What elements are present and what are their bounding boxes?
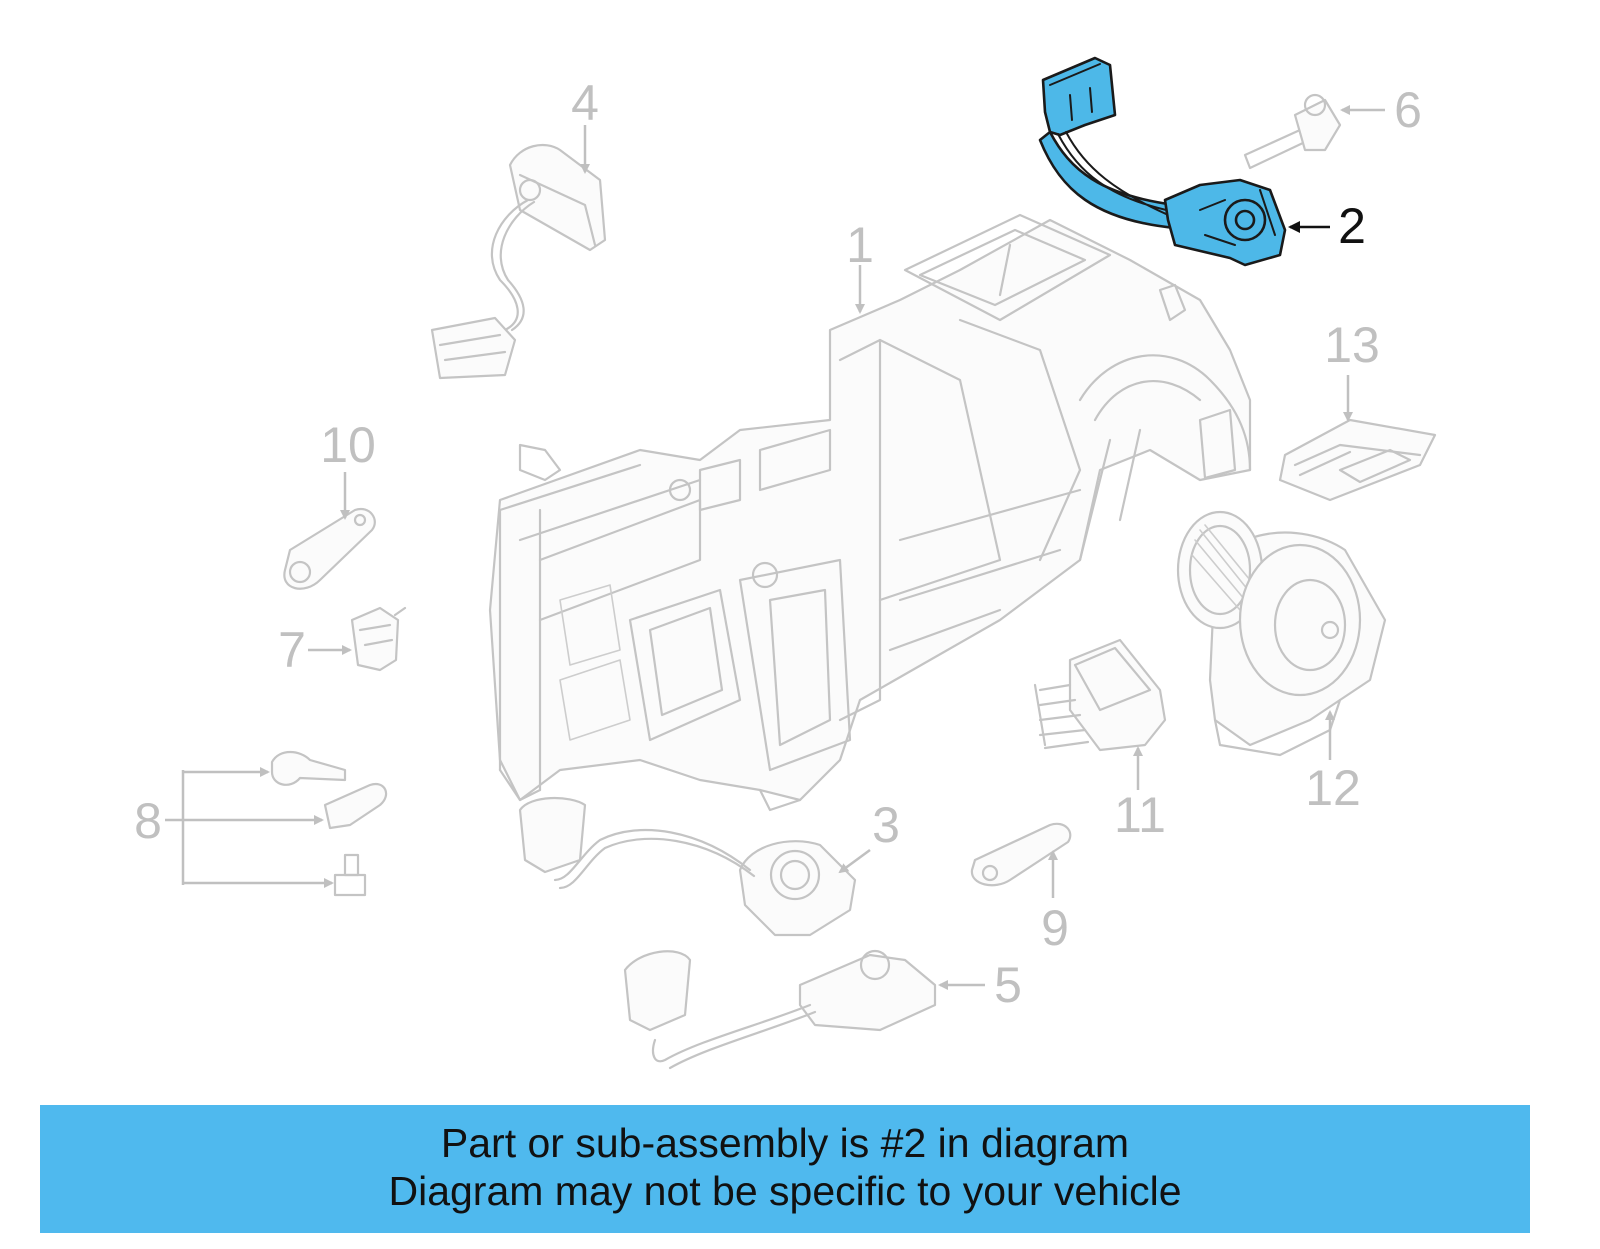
links-part-8 xyxy=(270,750,388,897)
hvac-housing-part xyxy=(488,213,1252,812)
callout-9: 9 xyxy=(1041,900,1069,956)
callout-12: 12 xyxy=(1305,760,1361,816)
highlighted-actuator-part-2 xyxy=(1038,56,1287,267)
leader-3 xyxy=(838,848,871,874)
callout-2: 2 xyxy=(1338,198,1366,254)
blower-motor-part-12 xyxy=(1176,510,1387,757)
banner-line-part-number: Part or sub-assembly is #2 in diagram xyxy=(440,1120,1130,1166)
callout-8: 8 xyxy=(134,793,162,849)
callout-leaders xyxy=(165,105,1385,990)
callout-3: 3 xyxy=(872,797,900,853)
resistor-part-11 xyxy=(1033,638,1167,752)
callout-11: 11 xyxy=(1114,787,1166,843)
callout-1: 1 xyxy=(846,217,874,273)
callout-5: 5 xyxy=(994,957,1022,1013)
info-banner: Part or sub-assembly is #2 in diagram Di… xyxy=(40,1105,1530,1233)
callout-10: 10 xyxy=(320,417,376,473)
callout-numbers: 1 2 3 4 5 6 7 8 9 10 11 12 13 xyxy=(134,75,1422,1013)
callout-13: 13 xyxy=(1324,317,1380,373)
actuator-part-3 xyxy=(518,796,857,937)
lever-part-10 xyxy=(283,507,376,590)
lever-part-9 xyxy=(970,822,1072,887)
actuator-part-4 xyxy=(430,143,607,380)
module-part-13 xyxy=(1278,418,1437,502)
callout-7: 7 xyxy=(278,622,306,678)
callout-6: 6 xyxy=(1394,82,1422,138)
banner-line-disclaimer: Diagram may not be specific to your vehi… xyxy=(388,1168,1182,1214)
actuator-part-5 xyxy=(623,949,937,1070)
sensor-part-6 xyxy=(1243,93,1342,170)
clip-part-7 xyxy=(350,606,407,672)
callout-4: 4 xyxy=(571,75,599,131)
